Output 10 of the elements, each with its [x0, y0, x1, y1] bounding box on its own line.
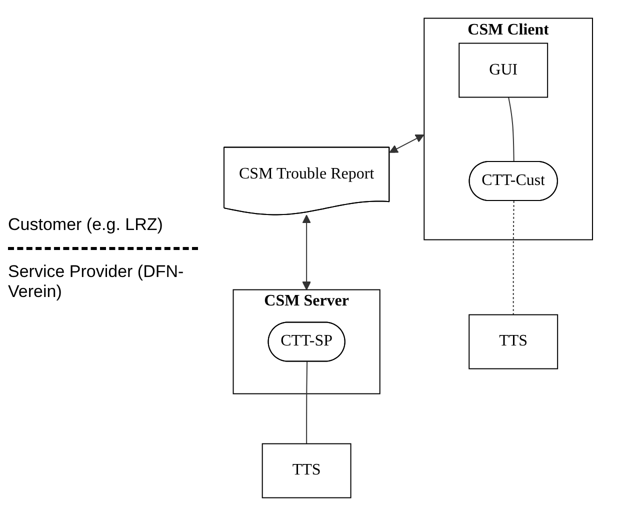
arrow	[390, 134, 424, 153]
node-box: TTS	[468, 314, 558, 370]
connector	[508, 96, 515, 162]
connector	[306, 361, 308, 444]
arrow	[302, 214, 312, 290]
node-box: TTS	[262, 443, 352, 498]
node-box: GUI	[458, 42, 548, 98]
connector	[513, 200, 515, 316]
area-label: Customer (e.g. LRZ)	[8, 214, 164, 234]
area-label: Service Provider (DFN-Verein)	[8, 262, 185, 302]
